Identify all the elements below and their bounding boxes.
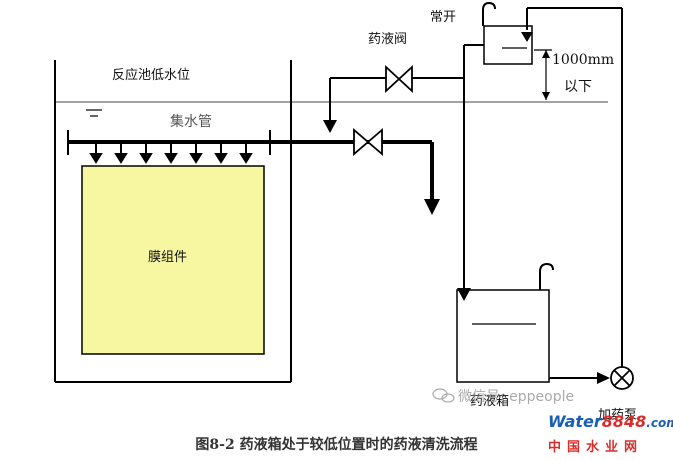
below-label: 以下 xyxy=(564,79,592,95)
outlet-pipe xyxy=(355,140,434,200)
pump-label: 加药泵 xyxy=(598,408,638,423)
pump-suction-arrow xyxy=(597,372,610,384)
chemical-down-arrow xyxy=(323,120,337,133)
chemical-tank xyxy=(456,289,550,383)
collector-pipe xyxy=(67,130,355,155)
membrane-label: 膜组件 xyxy=(148,250,188,265)
tank-low-level-label: 反应池低水位 xyxy=(112,68,191,83)
logo-chinese: 中国水业网 xyxy=(548,440,644,455)
dosing-pump xyxy=(610,366,634,390)
wechat-icon xyxy=(432,388,455,403)
water-level-marker xyxy=(86,109,102,117)
head-box-inlet-arrow xyxy=(521,32,533,42)
dimension-arrow-up xyxy=(542,50,550,58)
valve-label: 药液阀 xyxy=(368,32,408,47)
watermark-text: 微信号: eppeople xyxy=(458,389,575,405)
head-box xyxy=(483,25,533,65)
chemical-return-arrow xyxy=(457,288,471,301)
site-logo: Water8848.com xyxy=(548,412,673,431)
chemical-tank-label: 药液箱 xyxy=(470,394,510,409)
head-box-vent xyxy=(482,1,496,26)
membrane-module xyxy=(81,165,265,355)
chemical-valve xyxy=(385,64,413,94)
reaction-tank xyxy=(54,60,292,383)
outlet-valve xyxy=(353,128,383,156)
logo-word-water: Water xyxy=(548,412,602,431)
outlet-down-arrow xyxy=(424,199,440,215)
logo-domain: .com xyxy=(646,416,673,430)
pump-loop xyxy=(526,7,623,368)
chemical-line xyxy=(329,44,484,122)
normally-open-label: 常开 xyxy=(430,10,457,25)
dimension-arrow-down xyxy=(542,92,550,100)
chemical-tank-vent xyxy=(539,262,554,290)
height-dimension xyxy=(534,49,552,100)
logo-number: 8848 xyxy=(601,412,647,431)
figure-caption: 图8-2 药液箱处于较低位置时的药液清洗流程 xyxy=(195,437,478,453)
collector-label: 集水管 xyxy=(170,114,212,130)
collector-arrows xyxy=(89,143,253,164)
height-label: 1000mm xyxy=(552,52,615,68)
